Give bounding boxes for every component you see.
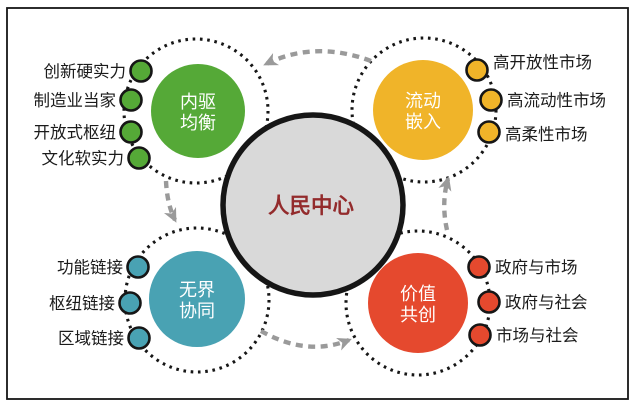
- node-circle-flow-embed: [373, 60, 473, 160]
- figure-frame: [6, 7, 629, 400]
- flow-arrow-right: [438, 176, 452, 231]
- node-circle-value-cocreation: [368, 253, 468, 353]
- node-title-value-cocreation-line2: 共创: [400, 305, 436, 326]
- satellite-dot: [119, 88, 143, 112]
- center-label: 人民中心: [268, 194, 355, 219]
- satellite-label: 文化软实力: [42, 149, 125, 168]
- node-title-flow-embed-line1: 流动: [405, 91, 441, 112]
- node-title-boundless-synergy-line1: 无界: [179, 280, 215, 301]
- satellite-dot: [479, 88, 503, 112]
- satellite-dot: [119, 120, 143, 144]
- satellite-dot: [126, 255, 150, 279]
- node-title-value-cocreation-line1: 价值: [400, 284, 436, 305]
- flow-arrow-bottom: [259, 329, 352, 351]
- node-circle-inner-drive: [151, 64, 245, 158]
- center-circle: [220, 112, 406, 298]
- satellite-label: 高流动性市场: [507, 91, 606, 110]
- satellite-dot: [468, 323, 492, 347]
- satellite-label: 枢纽链接: [49, 294, 115, 313]
- flow-arrow-top: [263, 49, 372, 66]
- satellite-dot: [477, 120, 501, 144]
- satellite-dot: [465, 58, 489, 82]
- node-title-flow-embed-line2: 嵌入: [405, 112, 441, 133]
- node-title-inner-drive-line2: 均衡: [180, 113, 216, 134]
- satellite-dot: [129, 59, 153, 83]
- satellite-label: 制造业当家: [34, 91, 117, 110]
- satellite-label: 市场与社会: [496, 326, 579, 345]
- satellite-label: 政府与市场: [495, 258, 578, 277]
- satellite-label: 功能链接: [57, 258, 123, 277]
- satellite-label: 高开放性市场: [493, 53, 592, 72]
- dotted-ring-top-left: [122, 37, 270, 185]
- flow-arrow-left: [163, 180, 177, 223]
- node-circle-boundless-synergy: [149, 251, 245, 347]
- node-title-boundless-synergy-line2: 协同: [179, 301, 215, 322]
- satellite-label: 创新硬实力: [44, 62, 127, 81]
- satellite-dot: [477, 290, 501, 314]
- satellite-label: 开放式枢纽: [34, 123, 117, 142]
- satellite-dot: [127, 146, 151, 170]
- node-title-inner-drive-line1: 内驱: [180, 92, 216, 113]
- satellite-dot: [127, 326, 151, 350]
- satellite-dot: [118, 291, 142, 315]
- satellite-label: 区域链接: [58, 329, 124, 348]
- satellite-dot: [467, 255, 491, 279]
- dotted-ring-bottom-left: [123, 226, 271, 374]
- satellite-label: 政府与社会: [505, 293, 588, 312]
- satellite-label: 高柔性市场: [505, 125, 588, 144]
